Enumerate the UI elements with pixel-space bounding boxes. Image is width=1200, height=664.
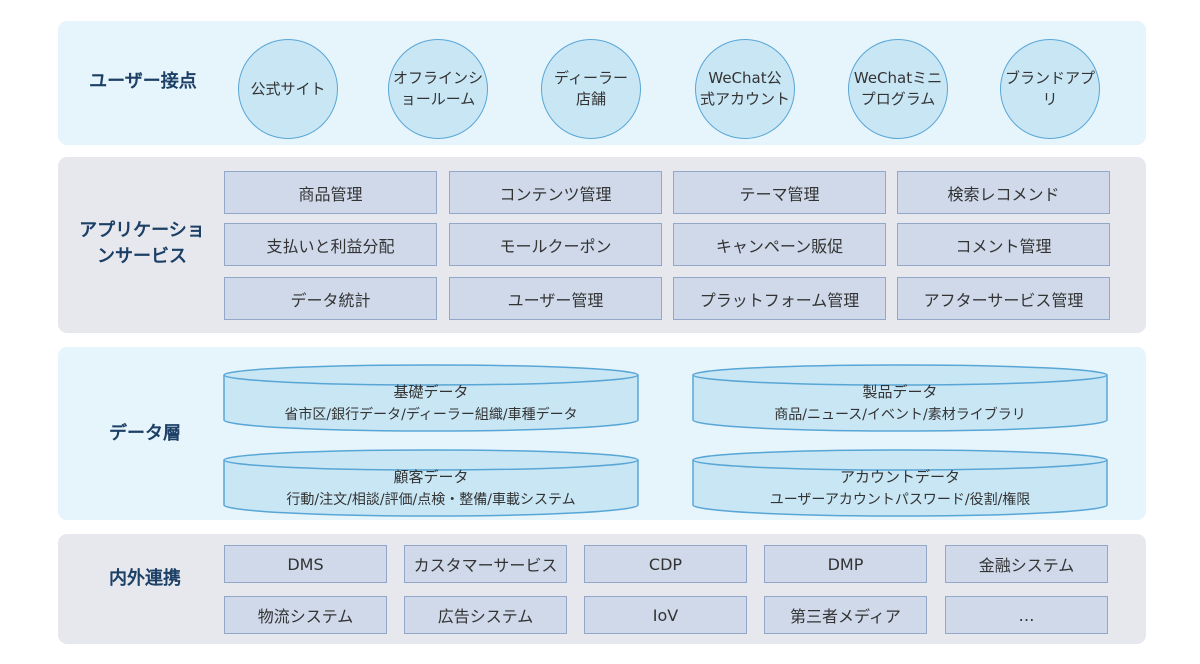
data-cylinder-subtitle: 商品/ニュース/イベント/素材ライブラリ	[774, 407, 1026, 423]
integration-ad-system: 広告システム	[404, 596, 567, 634]
integration-more: …	[945, 596, 1108, 634]
integration-third-party-media: 第三者メディア	[764, 596, 927, 634]
integration-dmp: DMP	[764, 545, 927, 583]
app-service-layer-label: アプリケーショ ンサービス	[79, 220, 205, 267]
service-theme-management: テーマ管理	[673, 171, 886, 214]
touchpoint-brand-app: ブランドアプ リ	[1000, 39, 1100, 139]
integration-dms: DMS	[224, 545, 387, 583]
touchpoint-offline-showroom: オフラインシ ョールーム	[388, 39, 488, 139]
integration-iov: IoV	[584, 596, 747, 634]
integration-layer-label: 内外連携	[109, 568, 181, 589]
service-data-statistics: データ統計	[224, 277, 437, 320]
service-content-management: コンテンツ管理	[449, 171, 662, 214]
touchpoint-layer-label: ユーザー接点	[89, 71, 197, 92]
service-platform-management: プラットフォーム管理	[673, 277, 886, 320]
service-product-management: 商品管理	[224, 171, 437, 214]
touchpoint-dealer-store: ディーラー 店舗	[541, 39, 641, 139]
service-user-management: ユーザー管理	[449, 277, 662, 320]
service-mall-coupon: モールクーポン	[449, 223, 662, 266]
service-payment-profit-sharing: 支払いと利益分配	[224, 223, 437, 266]
data-cylinder-subtitle: ユーザーアカウントパスワード/役割/権限	[769, 492, 1031, 508]
integration-cdp: CDP	[584, 545, 747, 583]
touchpoint-wechat-official-account: WeChat公 式アカウント	[695, 39, 795, 139]
data-cylinder-title: 基礎データ	[393, 383, 469, 401]
data-cylinder-customer-data: 顧客データ行動/注文/相談/評価/点検・整備/車載システム	[223, 449, 639, 519]
data-cylinder-title: 製品データ	[862, 383, 938, 401]
integration-customer-service: カスタマーサービス	[404, 545, 567, 583]
touchpoint-wechat-mini-program: WeChatミニ プログラム	[848, 39, 948, 139]
service-comment-management: コメント管理	[897, 223, 1110, 266]
data-cylinder-subtitle: 行動/注文/相談/評価/点検・整備/車載システム	[286, 492, 576, 508]
service-search-recommend: 検索レコメンド	[897, 171, 1110, 214]
data-cylinder-basic-data: 基礎データ省市区/銀行データ/ディーラー組織/車種データ	[223, 364, 639, 434]
data-cylinder-subtitle: 省市区/銀行データ/ディーラー組織/車種データ	[284, 407, 578, 423]
integration-finance-system: 金融システム	[945, 545, 1108, 583]
data-cylinder-title: アカウントデータ	[839, 468, 960, 486]
service-campaign-promotion: キャンペーン販促	[673, 223, 886, 266]
data-layer-label: データ層	[109, 423, 181, 444]
service-after-sales-management: アフターサービス管理	[897, 277, 1110, 320]
data-cylinder-product-data: 製品データ商品/ニュース/イベント/素材ライブラリ	[692, 364, 1108, 434]
integration-logistics-system: 物流システム	[224, 596, 387, 634]
data-cylinder-account-data: アカウントデータユーザーアカウントパスワード/役割/権限	[692, 449, 1108, 519]
touchpoint-official-site: 公式サイト	[238, 39, 338, 139]
data-cylinder-title: 顧客データ	[393, 468, 469, 486]
